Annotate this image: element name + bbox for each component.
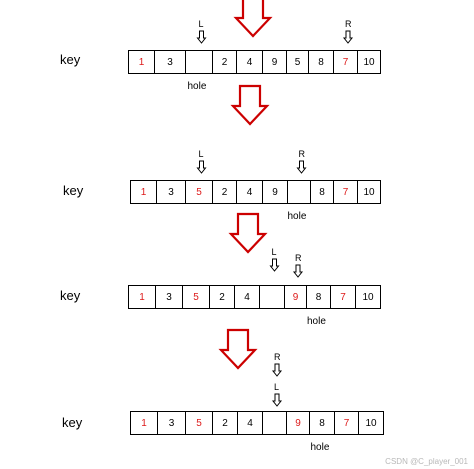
array-cell: 7: [333, 180, 358, 204]
step-arrow-3: [228, 212, 268, 254]
array-cell: 8: [308, 50, 334, 74]
hole-label: hole: [187, 81, 207, 92]
array-cell: [287, 180, 311, 204]
array-cell: 2: [212, 50, 237, 74]
left-pointer-icon: [269, 258, 280, 272]
array-cell: 5: [185, 180, 213, 204]
right-pointer-label: R: [274, 352, 281, 362]
left-pointer-label: L: [271, 247, 277, 257]
array-cell: 7: [330, 285, 356, 309]
key-label: key: [62, 415, 83, 430]
array-cell: [185, 50, 213, 74]
right-pointer-label: R: [295, 253, 302, 263]
array-cell: 3: [154, 50, 186, 74]
array-cell: [262, 411, 287, 435]
left-pointer-icon: [271, 393, 283, 407]
right-pointer-icon: [292, 264, 304, 278]
right-pointer-icon: [271, 363, 283, 377]
array-cell: 10: [358, 411, 384, 435]
left-pointer-label: L: [274, 382, 280, 392]
array-cell: 2: [209, 285, 235, 309]
array-cell: 4: [236, 50, 263, 74]
array-cell: 4: [237, 411, 263, 435]
array-cell: 5: [286, 50, 309, 74]
key-label: key: [60, 52, 81, 67]
array-cell: 5: [185, 411, 213, 435]
right-pointer-icon: [296, 160, 307, 174]
hole-label: hole: [307, 316, 326, 327]
array-cell: 1: [128, 285, 156, 309]
array-cell: 1: [130, 180, 157, 204]
array-cell: 3: [156, 180, 186, 204]
key-label: key: [63, 183, 84, 198]
array-cell: 1: [130, 411, 158, 435]
left-pointer-label: L: [198, 149, 204, 159]
step-arrow-4: [218, 328, 258, 370]
array-cell: 9: [284, 285, 307, 309]
array-cell: 2: [212, 411, 238, 435]
array-cell: 7: [333, 50, 358, 74]
right-pointer-label: R: [345, 19, 352, 29]
step-arrow-2: [230, 84, 270, 126]
array-cell: 10: [355, 285, 381, 309]
right-pointer-label: R: [298, 149, 306, 159]
array-cell: 9: [262, 50, 287, 74]
left-pointer-label: L: [198, 19, 204, 29]
array-cell: 8: [306, 285, 331, 309]
watermark: CSDN @C_player_001: [385, 457, 468, 466]
array-cell: [259, 285, 285, 309]
hole-label: hole: [310, 442, 330, 453]
array-cell: 8: [309, 411, 335, 435]
array-cell: 9: [262, 180, 288, 204]
array-cell: 7: [334, 411, 359, 435]
array-cell: 8: [310, 180, 334, 204]
key-label: key: [60, 288, 81, 303]
array-cell: 9: [286, 411, 310, 435]
right-pointer-icon: [342, 30, 354, 44]
array-cell: 1: [128, 50, 155, 74]
array-cell: 10: [357, 180, 381, 204]
array-cell: 4: [234, 285, 260, 309]
array-cell: 5: [182, 285, 210, 309]
array-cell: 2: [212, 180, 237, 204]
array-cell: 3: [157, 411, 186, 435]
array-cell: 10: [357, 50, 381, 74]
array-cell: 4: [236, 180, 263, 204]
left-pointer-icon: [196, 160, 207, 174]
left-pointer-icon: [196, 30, 207, 44]
array-cell: 3: [155, 285, 183, 309]
step-arrow-1: [233, 0, 273, 38]
hole-label: hole: [287, 211, 307, 222]
